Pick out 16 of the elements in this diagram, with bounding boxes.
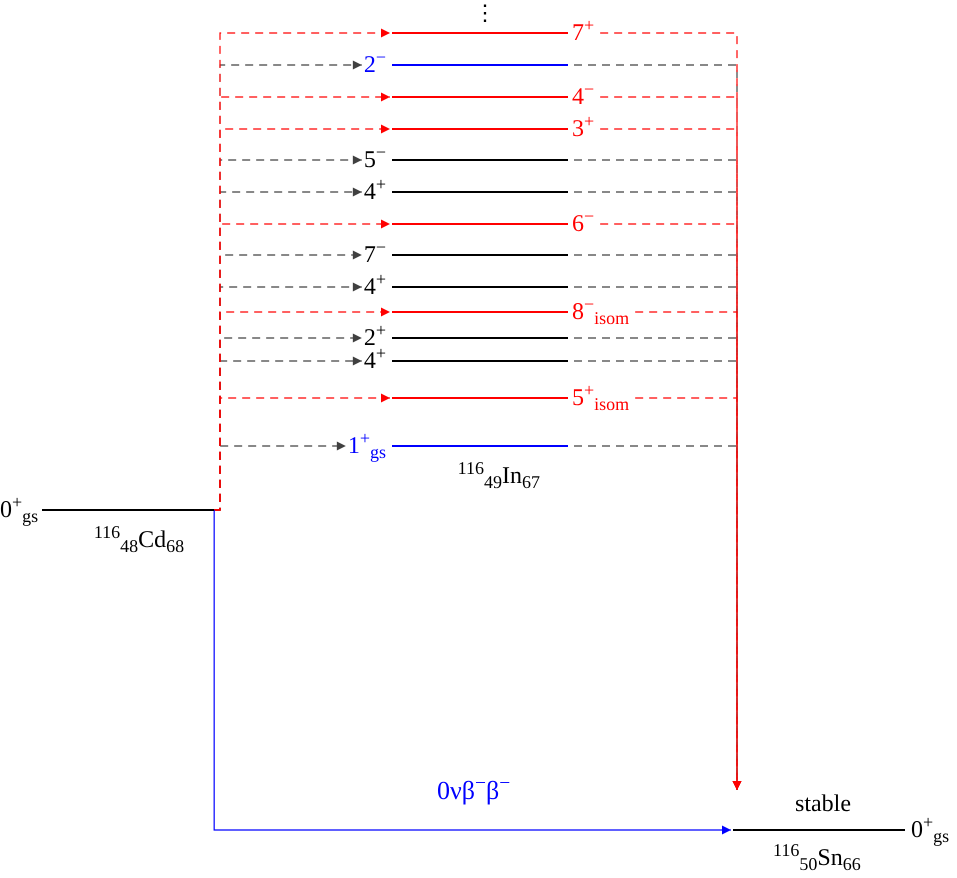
stability-label: stable: [795, 792, 852, 816]
level-label: 7$^{−}$: [364, 243, 386, 267]
arrow: [214, 510, 731, 834]
level-label: 4$^{+}$: [364, 180, 386, 204]
level-label: 7$^{+}$: [572, 21, 594, 45]
ellipsis-mark: ⋮: [474, 2, 496, 24]
level-label: 2$^{−}$: [364, 53, 386, 77]
level-label: 4$^{+}$: [364, 275, 386, 299]
level-label: 5$^{−}$: [364, 148, 386, 172]
arrow: [214, 394, 390, 511]
level-label: 3$^{+}$: [572, 117, 594, 141]
level-label: 2$^{+}$: [364, 326, 386, 350]
arrow: [635, 397, 742, 790]
level-label: 6$^{−}$: [572, 212, 594, 236]
level-label: 4$^{−}$: [572, 85, 594, 109]
level-label: 4$^{+}$: [364, 349, 386, 373]
